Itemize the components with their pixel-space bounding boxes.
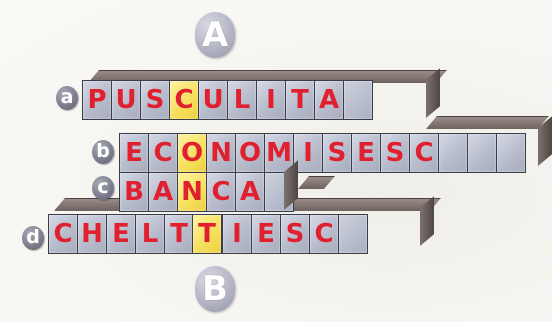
column-label-a: A xyxy=(195,12,235,58)
cell-d-key[interactable]: T xyxy=(192,214,222,254)
cell-b-3-key[interactable]: O xyxy=(177,133,207,173)
cell-c-5[interactable]: A xyxy=(235,172,265,212)
row-b: E C O N O M I S E S C xyxy=(119,133,525,173)
cell-b-5[interactable]: O xyxy=(235,133,265,173)
cell-c-2[interactable]: A xyxy=(148,172,178,212)
cell-d-2[interactable]: H xyxy=(77,214,107,254)
cell-b-1[interactable]: E xyxy=(119,133,149,173)
cell-c-3-key[interactable]: N xyxy=(177,172,207,212)
cell-a-5[interactable]: U xyxy=(198,80,228,120)
cell-a-4-key[interactable]: C xyxy=(169,80,199,120)
cell-b-10[interactable]: S xyxy=(380,133,410,173)
bar-top-row-c xyxy=(298,176,335,189)
cell-d-5[interactable]: T xyxy=(164,214,194,254)
cell-d-3[interactable]: E xyxy=(106,214,136,254)
cell-c-4[interactable]: C xyxy=(206,172,236,212)
row-label-a: a xyxy=(56,86,78,110)
cell-d-8[interactable]: E xyxy=(251,214,281,254)
cell-b-2[interactable]: C xyxy=(148,133,178,173)
cell-b-8[interactable]: S xyxy=(322,133,352,173)
cell-b-14[interactable] xyxy=(496,133,526,173)
column-label-b: B xyxy=(195,266,235,312)
bar-top-row-b xyxy=(426,116,549,129)
row-label-d: d xyxy=(22,226,44,250)
cell-b-9[interactable]: E xyxy=(351,133,381,173)
cell-b-12[interactable] xyxy=(438,133,468,173)
cell-b-4[interactable]: N xyxy=(206,133,236,173)
cell-c-1[interactable]: B xyxy=(119,172,149,212)
row-label-b: b xyxy=(92,140,114,164)
cell-a-9[interactable]: A xyxy=(314,80,344,120)
cell-a-1[interactable]: P xyxy=(82,80,112,120)
row-c: B A N C A xyxy=(119,172,293,212)
cell-b-11[interactable]: C xyxy=(409,133,439,173)
cell-d-10[interactable]: C xyxy=(309,214,339,254)
cell-d-1[interactable]: C xyxy=(48,214,78,254)
cell-d-9[interactable]: S xyxy=(280,214,310,254)
cell-a-3[interactable]: S xyxy=(140,80,170,120)
cell-a-10[interactable] xyxy=(343,80,373,120)
cell-d-4[interactable]: L xyxy=(135,214,165,254)
row-label-c: c xyxy=(92,176,114,200)
cell-b-13[interactable] xyxy=(467,133,497,173)
cell-d-7[interactable]: I xyxy=(222,214,252,254)
cell-a-2[interactable]: U xyxy=(111,80,141,120)
cell-a-8[interactable]: T xyxy=(285,80,315,120)
cell-d-11[interactable] xyxy=(338,214,368,254)
cell-a-7[interactable]: I xyxy=(256,80,286,120)
row-a: P U S C U L I T A xyxy=(82,80,372,120)
cell-a-6[interactable]: L xyxy=(227,80,257,120)
